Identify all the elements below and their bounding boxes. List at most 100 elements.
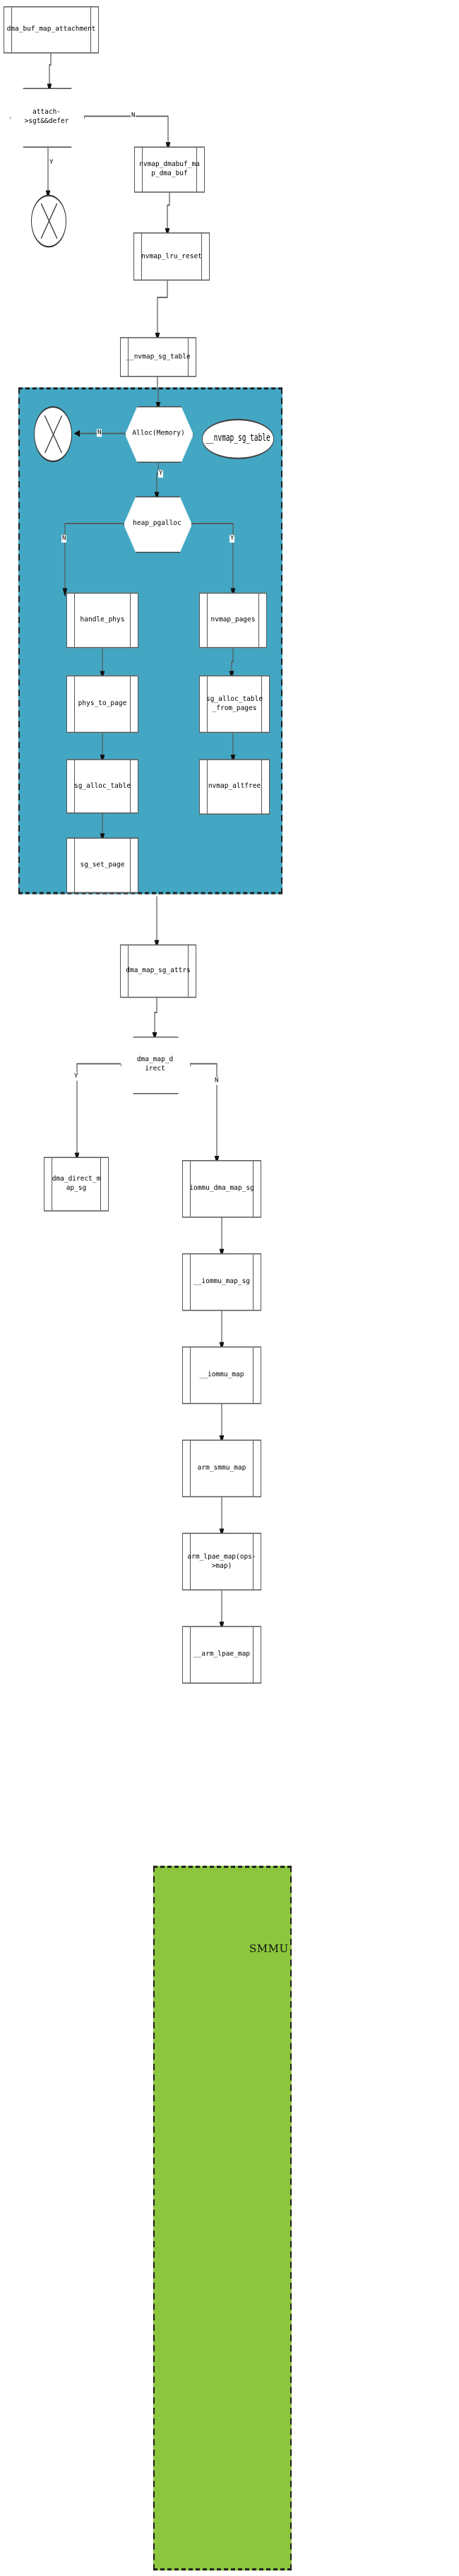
- node-label: arm_smmu_map: [197, 1463, 246, 1472]
- edge-label-alloc-no: N: [97, 429, 102, 437]
- proc-bar-left: [190, 1254, 191, 1310]
- proc-bar-left: [141, 233, 142, 280]
- node-nvmap-dmabuf-map-dma-buf[interactable]: nvmap_dmabuf_ma p_dma_buf: [134, 146, 205, 193]
- node-nvmap-altfree[interactable]: nvmap_altfree: [199, 759, 270, 815]
- node-arm-lpae-map[interactable]: __arm_lpae_map: [182, 1626, 261, 1684]
- node-phys-to-page[interactable]: phys_to_page: [66, 675, 138, 733]
- node-arm-lpae-map-ops[interactable]: arm_lpae_map(ops- >map): [182, 1532, 261, 1591]
- node-label: dma_direct_m ap_sg: [52, 1175, 101, 1193]
- edge-label-alloc-yes: Y: [158, 470, 164, 478]
- node-label: arm_lpae_map(ops- >map): [187, 1552, 256, 1570]
- node-dma-buf-map-attachment[interactable]: dma_buf_map_attachment: [4, 6, 99, 54]
- proc-bar-left: [74, 760, 75, 813]
- node-attach-sgt-defer[interactable]: attach- >sgt&&defer: [10, 88, 85, 148]
- node-dma-map-sg-attrs[interactable]: dma_map_sg_attrs: [120, 944, 196, 998]
- proc-bar-left: [11, 7, 12, 53]
- edge-label-direct-yes: Y: [73, 1073, 79, 1081]
- proc-bar-right: [261, 676, 262, 732]
- node-label: nvmap_lru_reset: [141, 252, 202, 260]
- proc-bar-right: [130, 839, 131, 892]
- proc-bar-left: [74, 676, 75, 732]
- proc-bar-right: [201, 233, 202, 280]
- node-iommu-map[interactable]: __iommu_map: [182, 1346, 261, 1405]
- node-iommu-dma-map-sg[interactable]: iommu_dma_map_sg: [182, 1159, 261, 1218]
- proc-bar-right: [196, 147, 197, 192]
- smmu-group-label: SMMU: [249, 1942, 289, 1955]
- node-nvmap-sg-table[interactable]: __nvmap_sg_table: [120, 337, 196, 377]
- node-label: dma_map_sg_attrs: [126, 967, 191, 975]
- proc-bar-right: [100, 1158, 101, 1211]
- proc-bar-right: [130, 760, 131, 813]
- proc-bar-right: [253, 1626, 254, 1683]
- node-label: sg_set_page: [80, 861, 125, 869]
- proc-bar-right: [253, 1161, 254, 1217]
- proc-bar-right: [253, 1254, 254, 1310]
- hexagon-shape: [125, 406, 193, 463]
- node-label: Alloc(Memory): [132, 429, 185, 437]
- node-nvmap-lru-reset[interactable]: nvmap_lru_reset: [133, 232, 210, 281]
- proc-bar-right: [261, 760, 262, 814]
- edge-label-direct-no: N: [214, 1077, 220, 1085]
- hexagon-shape: [124, 496, 192, 553]
- proc-bar-right: [188, 338, 189, 377]
- node-nvmap-pages[interactable]: nvmap_pages: [199, 592, 267, 649]
- node-label: __nvmap_sg_table: [205, 432, 270, 445]
- proc-bar-left: [190, 1347, 191, 1403]
- node-terminator-end-1[interactable]: [31, 194, 66, 247]
- proc-bar-left: [190, 1441, 191, 1496]
- node-terminator-end-2[interactable]: [34, 406, 72, 463]
- node-label: dma_map_d irect: [136, 1055, 174, 1073]
- node-arm-smmu-map[interactable]: arm_smmu_map: [182, 1439, 261, 1498]
- node-label: handle_phys: [80, 615, 125, 624]
- node-sg-alloc-table-from-pages[interactable]: sg_alloc_table _from_pages: [199, 675, 270, 733]
- proc-bar-right: [130, 676, 131, 732]
- node-sg-alloc-table[interactable]: sg_alloc_table: [66, 759, 138, 814]
- proc-bar-left: [74, 593, 75, 647]
- proc-bar-left: [128, 945, 129, 997]
- node-dma-map-direct[interactable]: dma_map_d irect: [121, 1036, 191, 1094]
- node-heap-pgalloc[interactable]: heap_pgalloc: [124, 496, 192, 553]
- proc-bar-left: [190, 1161, 191, 1217]
- smmu-group-container: [153, 1865, 292, 2571]
- node-label: nvmap_altfree: [208, 782, 261, 791]
- node-label: heap_pgalloc: [133, 519, 181, 527]
- proc-bar-right: [130, 593, 131, 647]
- edge-label-attach-yes: Y: [49, 158, 54, 167]
- node-label: __iommu_map_sg: [193, 1277, 251, 1286]
- node-iommu-map-sg[interactable]: __iommu_map_sg: [182, 1253, 261, 1311]
- proc-bar-left: [190, 1534, 191, 1590]
- node-label: sg_alloc_table _from_pages: [205, 695, 263, 712]
- node-label: nvmap_dmabuf_ma p_dma_buf: [139, 160, 200, 178]
- edge-label-attach-no: N: [131, 112, 136, 120]
- node-dma-direct-map-sg[interactable]: dma_direct_m ap_sg: [44, 1157, 109, 1212]
- proc-bar-right: [253, 1534, 254, 1590]
- node-sg-set-page[interactable]: sg_set_page: [66, 837, 138, 894]
- flowchart-canvas: SMMU: [4, 6, 292, 2571]
- node-label: attach- >sgt&&defer: [24, 107, 69, 125]
- node-label: phys_to_page: [78, 699, 127, 708]
- node-handle-phys[interactable]: handle_phys: [66, 592, 138, 649]
- node-label: dma_buf_map_attachment: [6, 25, 96, 33]
- node-label: nvmap_pages: [210, 615, 256, 624]
- node-label: iommu_dma_map_sg: [189, 1184, 254, 1193]
- proc-bar-left: [207, 760, 208, 814]
- proc-bar-left: [207, 676, 208, 732]
- proc-bar-left: [142, 147, 143, 192]
- proc-bar-left: [207, 593, 208, 647]
- proc-bar-left: [74, 839, 75, 892]
- hexagon-shape: [10, 88, 85, 148]
- proc-bar-right: [253, 1441, 254, 1496]
- proc-bar-left: [128, 338, 129, 377]
- node-alloc-memory[interactable]: Alloc(Memory): [125, 406, 193, 463]
- edge-label-pgalloc-no: N: [61, 534, 67, 543]
- hexagon-shape: [121, 1036, 191, 1094]
- node-nvmap-sg-table-ellipse[interactable]: __nvmap_sg_table: [202, 418, 274, 459]
- proc-bar-right: [258, 593, 259, 647]
- node-label: sg_alloc_table: [73, 781, 131, 790]
- proc-bar-left: [190, 1626, 191, 1683]
- node-label: __arm_lpae_map: [193, 1650, 251, 1658]
- node-label: __iommu_map: [199, 1371, 244, 1379]
- proc-bar-right: [90, 7, 91, 53]
- edge-label-pgalloc-yes: Y: [230, 534, 235, 543]
- proc-bar-right: [253, 1347, 254, 1403]
